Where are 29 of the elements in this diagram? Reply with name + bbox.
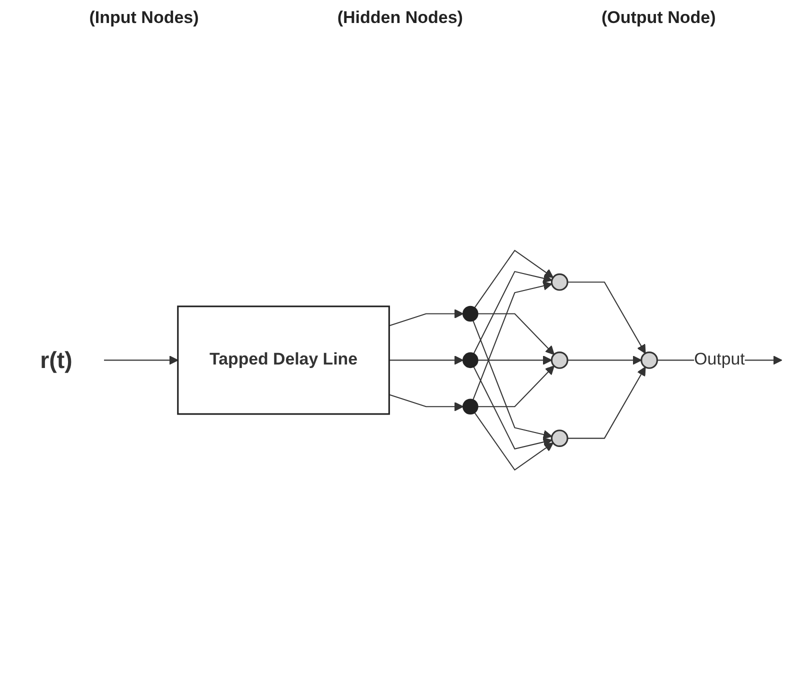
node-circle — [550, 430, 568, 448]
group-heading: (Hidden Nodes) — [337, 8, 463, 28]
node-point — [462, 399, 478, 415]
edge-label: Output — [694, 350, 745, 369]
arrow — [568, 366, 646, 440]
arrow — [474, 250, 554, 308]
node-circle — [640, 352, 658, 370]
arrow — [478, 356, 552, 366]
node-circle — [550, 352, 568, 370]
arrow — [568, 356, 642, 366]
arrow — [472, 320, 552, 440]
arrow — [472, 282, 552, 400]
arrow — [568, 282, 646, 354]
arrow — [388, 394, 464, 412]
node-box: Tapped Delay Line — [177, 306, 390, 416]
node-point — [462, 352, 478, 368]
arrow — [478, 366, 554, 408]
arrow — [473, 271, 552, 354]
arrow — [104, 356, 178, 366]
arrow — [478, 314, 554, 356]
node-point — [462, 306, 478, 322]
arrow — [389, 356, 464, 366]
group-heading: (Input Nodes) — [89, 8, 199, 28]
arrow — [474, 412, 554, 471]
node-circle — [550, 274, 568, 292]
node-text: r(t) — [40, 347, 72, 374]
arrow — [473, 366, 552, 450]
arrow — [388, 309, 464, 327]
group-heading: (Output Node) — [601, 8, 716, 28]
